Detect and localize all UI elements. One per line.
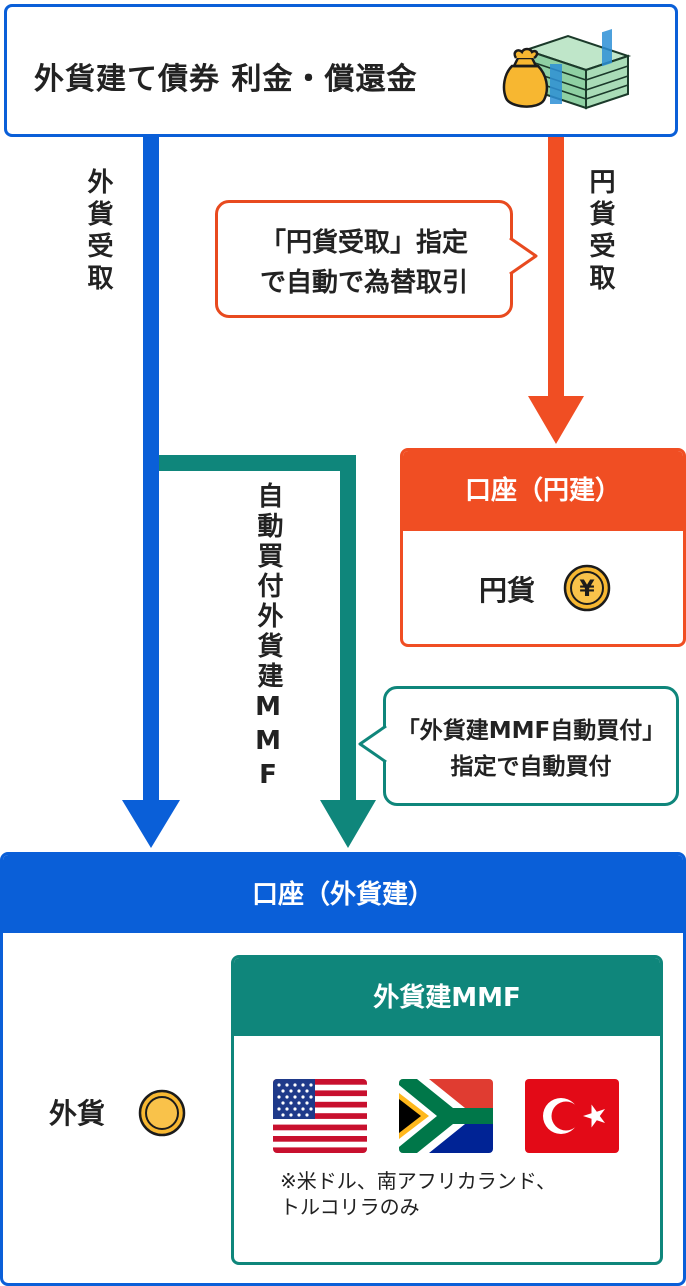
mmf-branch-arrow-head (320, 800, 376, 848)
foreign-currency-label: 外貨 (49, 1097, 106, 1130)
mmf-currency-note: ※米ドル、南アフリカランド、 トルコリラのみ (280, 1168, 640, 1220)
foreign-mmf-box: 外貨建MMF (231, 955, 663, 1265)
mmf-branch-vertical (340, 455, 356, 805)
yen-account-title: 口座（円建） (403, 451, 683, 531)
foreign-receive-arrow-head (122, 800, 180, 848)
foreign-receive-label: 外貨受取 (83, 168, 113, 296)
yen-receive-arrow-head (528, 396, 584, 444)
yen-conversion-callout: 「円貨受取」指定 で自動で為替取引 (215, 200, 513, 318)
turkey-flag-icon (525, 1079, 619, 1153)
mmf-auto-buy-label: 自動買付外貨建MMF (250, 482, 286, 794)
mmf-auto-buy-label-line2: 外貨建MMF (253, 602, 283, 794)
mmf-callout-tail (358, 724, 387, 764)
foreign-mmf-title: 外貨建MMF (234, 958, 660, 1036)
yen-coin-symbol: ¥ (579, 577, 595, 602)
bond-title: 外貨建て債券 利金・償還金 (34, 62, 418, 97)
mmf-callout-text: 「外貨建MMF自動買付」 指定で自動買付 (386, 713, 676, 785)
mmf-branch-horizontal (159, 455, 356, 471)
yen-receive-arrow-shaft (548, 137, 564, 399)
money-bag-and-bills-icon (502, 28, 632, 110)
mmf-auto-buy-callout: 「外貨建MMF自動買付」 指定で自動買付 (383, 686, 679, 806)
us-flag-icon (273, 1079, 367, 1153)
yen-account-box: 口座（円建） 円貨 ¥ (400, 448, 686, 647)
foreign-receive-arrow-shaft (143, 137, 159, 805)
mmf-auto-buy-label-line1: 自動買付 (253, 482, 283, 602)
yen-coin-icon: ¥ (563, 564, 611, 612)
foreign-coin-icon (138, 1089, 186, 1137)
south-africa-flag-icon (399, 1079, 493, 1153)
mmf-note-line2: トルコリラのみ (280, 1195, 420, 1219)
yen-currency-label: 円貨 (479, 574, 536, 607)
yen-callout-line1: 「円貨受取」指定 (259, 228, 468, 258)
yen-callout-tail (509, 236, 538, 276)
mmf-note-line1: ※米ドル、南アフリカランド、 (280, 1169, 556, 1193)
yen-callout-text: 「円貨受取」指定 で自動で為替取引 (218, 223, 510, 303)
mmf-callout-line2: 指定で自動買付 (450, 754, 612, 780)
yen-callout-line2: で自動で為替取引 (259, 268, 468, 298)
foreign-account-box: 口座（外貨建） 外貨 外貨建MMF (0, 852, 686, 1286)
mmf-callout-line1: 「外貨建MMF自動買付」 (396, 718, 666, 744)
yen-receive-label: 円貨受取 (585, 168, 615, 296)
foreign-account-title: 口座（外貨建） (3, 855, 683, 933)
